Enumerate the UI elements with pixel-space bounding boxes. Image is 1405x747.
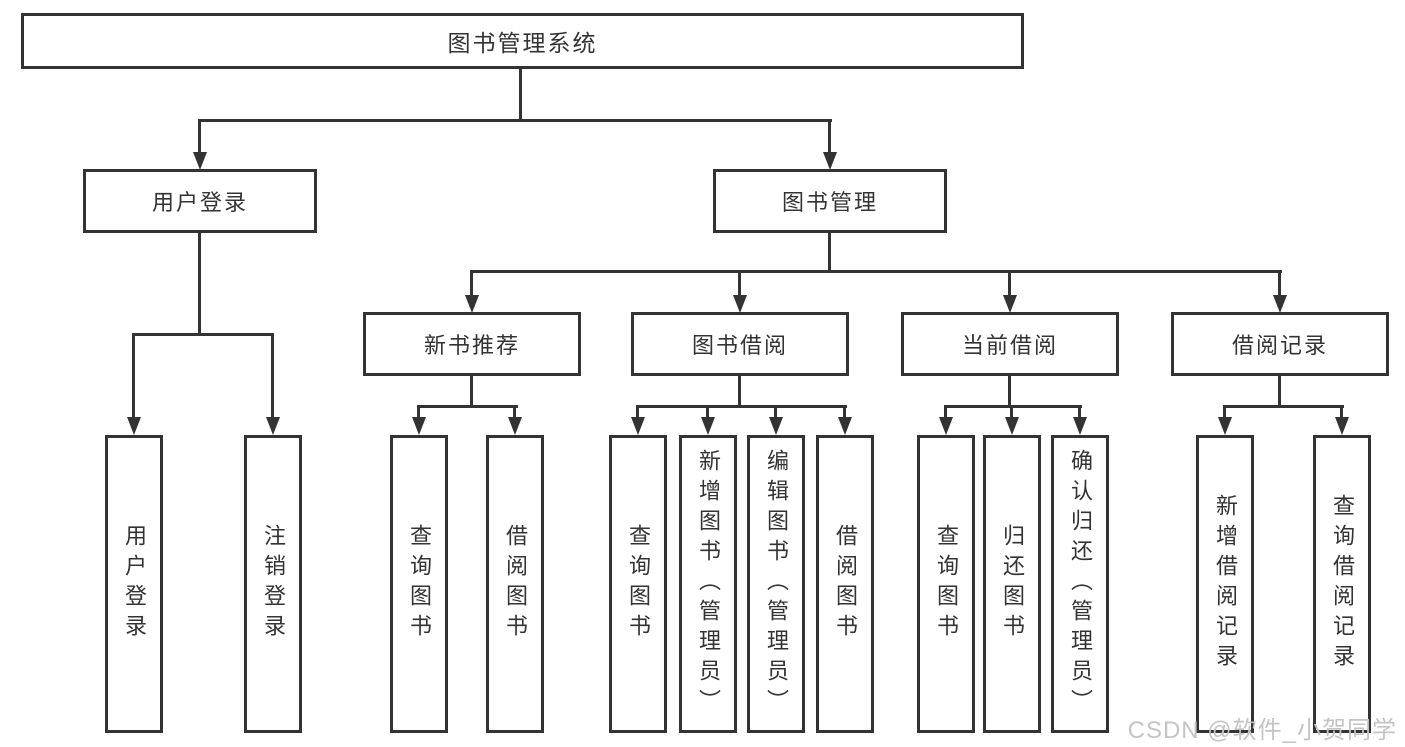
leaf-label: 借阅图书 [833,524,858,644]
node-label: 用户登录 [151,190,248,215]
arrow-down-icon [266,417,280,435]
connector-line [1223,405,1226,420]
node-label: 新书推荐 [423,333,520,358]
leaf-label: 用户登录 [122,524,147,644]
node-current-borrow: 当前借阅 [901,312,1119,376]
leaf-label: 编辑图书（管理员） [764,449,789,719]
arrow-down-icon [412,417,426,435]
node-borrow-records: 借阅记录 [1171,312,1389,376]
connector-line [738,374,741,407]
leaf-add-borrow-record: 新增借阅记录 [1196,435,1254,733]
connector-line [1008,270,1011,298]
arrow-down-icon [838,417,852,435]
leaf-label: 新增借阅记录 [1213,494,1238,674]
arrow-down-icon [631,417,645,435]
node-book-management: 图书管理 [713,169,947,233]
leaf-query-books-current: 查询图书 [917,435,975,733]
connector-line [1278,270,1281,298]
leaf-logout: 注销登录 [244,435,302,733]
node-user-login: 用户登录 [83,169,317,233]
connector-line [513,405,516,420]
leaf-borrow-books-newbook: 借阅图书 [486,435,544,733]
connector-line [738,270,741,298]
connector-line [1278,374,1281,407]
arrow-down-icon [1003,295,1017,313]
leaf-user-login: 用户登录 [105,435,163,733]
arrow-down-icon [823,152,837,170]
connector-line [271,333,274,419]
leaf-label: 确认归还（管理员） [1068,449,1093,719]
connector-line [470,374,473,407]
arrow-down-icon [465,295,479,313]
connector-line [774,405,777,420]
connector-line [470,270,1282,273]
leaf-edit-book-admin: 编辑图书（管理员） [747,435,805,733]
connector-line [1223,405,1344,408]
node-new-book-recommend: 新书推荐 [363,312,581,376]
csdn-watermark: CSDN @软件_小贺同学 [1127,717,1397,744]
node-label: 图书管理系统 [447,30,598,56]
arrow-down-icon [1335,417,1349,435]
arrow-down-icon [1273,295,1287,313]
connector-line [198,119,832,122]
arrow-down-icon [769,417,783,435]
connector-line [132,333,135,419]
leaf-label: 查询图书 [934,524,959,644]
leaf-return-book: 归还图书 [983,435,1041,733]
connector-line [636,405,639,420]
arrow-down-icon [508,417,522,435]
arrow-down-icon [1073,417,1087,435]
connector-line [470,270,473,298]
arrow-down-icon [1005,417,1019,435]
node-label: 当前借阅 [961,333,1058,358]
node-book-borrow: 图书借阅 [631,312,849,376]
arrow-down-icon [701,417,715,435]
connector-line [1008,374,1011,407]
node-library-management-system: 图书管理系统 [21,13,1024,69]
arrow-down-icon [733,295,747,313]
connector-line [706,405,709,420]
leaf-borrow-books-borrow: 借阅图书 [816,435,874,733]
node-label: 图书借阅 [691,333,788,358]
leaf-query-books-borrow: 查询图书 [609,435,667,733]
arrow-down-icon [1218,417,1232,435]
connector-line [519,67,522,121]
leaf-confirm-return-admin: 确认归还（管理员） [1051,435,1109,733]
connector-line [132,333,274,336]
connector-line [1078,405,1081,420]
leaf-label: 新增图书（管理员） [696,449,721,719]
leaf-add-book-admin: 新增图书（管理员） [679,435,737,733]
leaf-label: 借阅图书 [503,524,528,644]
connector-line [944,405,1082,408]
leaf-label: 查询图书 [407,524,432,644]
leaf-query-borrow-record: 查询借阅记录 [1313,435,1371,733]
connector-line [828,119,831,155]
connector-line [417,405,518,408]
leaf-label: 查询借阅记录 [1330,494,1355,674]
node-label: 借阅记录 [1231,333,1328,358]
connector-line [198,119,201,155]
connector-line [828,231,831,272]
leaf-label: 归还图书 [1000,524,1025,644]
connector-line [944,405,947,420]
connector-line [1010,405,1013,420]
arrow-down-icon [939,417,953,435]
connector-line [843,405,846,420]
arrow-down-icon [193,152,207,170]
arrow-down-icon [127,417,141,435]
node-label: 图书管理 [781,190,878,215]
connector-line [636,405,847,408]
connector-line [1340,405,1343,420]
leaf-label: 注销登录 [261,524,286,644]
leaf-query-books-newbook: 查询图书 [390,435,448,733]
leaf-label: 查询图书 [626,524,651,644]
connector-line [417,405,420,420]
connector-line [198,231,201,335]
